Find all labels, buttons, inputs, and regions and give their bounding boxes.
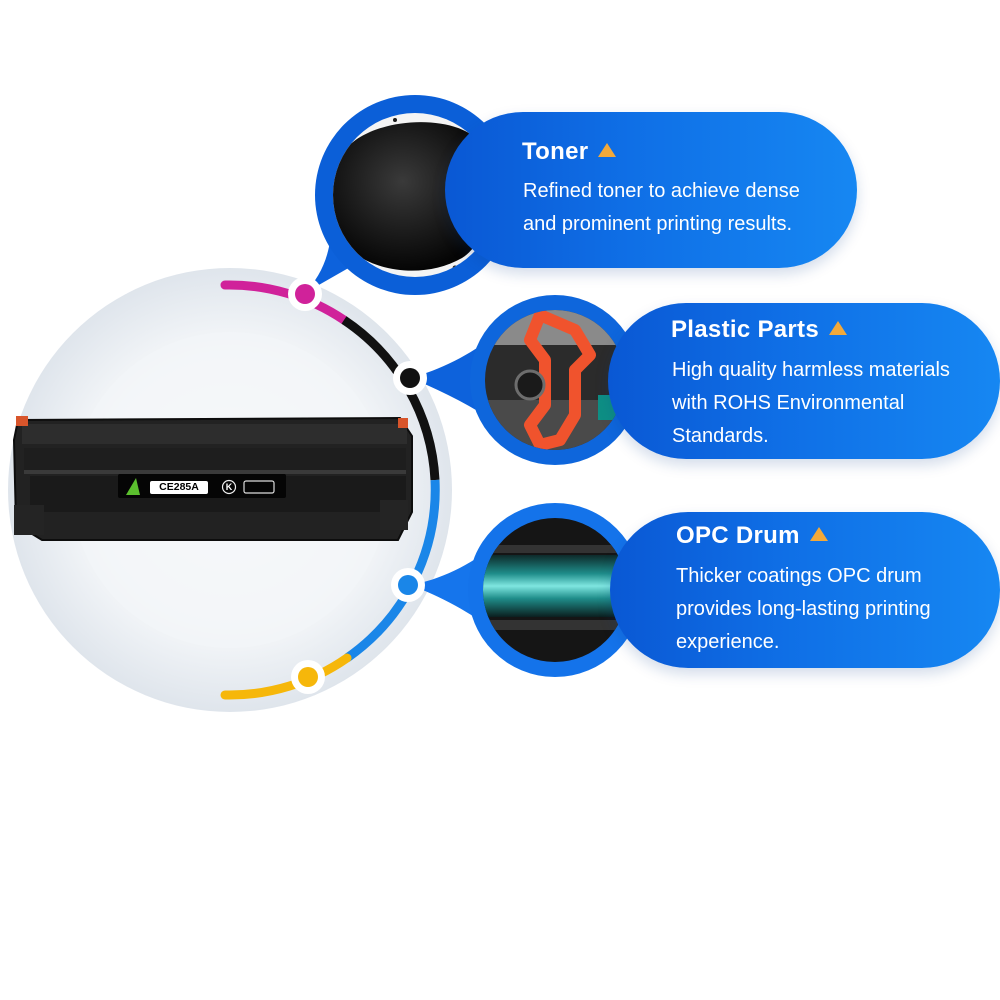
magenta-arc <box>220 280 349 325</box>
triangle-icon <box>828 321 847 335</box>
opc-drum-title: OPC Drum <box>676 522 800 549</box>
plastic-parts-photo <box>485 310 625 450</box>
plastic-parts-description: High quality harmless materials with ROH… <box>672 359 950 447</box>
opc-drum-title-row: OPC Drum <box>676 522 828 550</box>
opc-drum-card <box>610 512 1000 668</box>
opc-drum-description: Thicker coatings OPC drum provides long-… <box>676 565 931 653</box>
cartridge-model-label: CE285A <box>159 481 199 493</box>
plastic-parts-title: Plastic Parts <box>671 316 819 343</box>
triangle-icon <box>809 527 828 541</box>
toner-description: Refined toner to achieve dense and promi… <box>523 180 800 235</box>
toner-title: Toner <box>522 138 589 165</box>
cartridge-color-code: K <box>225 482 233 492</box>
opc-drum-photo <box>483 518 627 662</box>
toner-title-row: Toner <box>522 138 617 166</box>
plastic-dot <box>400 368 420 388</box>
toner-dot <box>295 284 315 304</box>
toner-card <box>445 112 857 268</box>
plastic-parts-card <box>608 303 1000 459</box>
yellow-arc <box>220 653 352 700</box>
plastic-parts-title-row: Plastic Parts <box>671 316 847 344</box>
triangle-icon <box>598 143 617 157</box>
toner-cartridge <box>12 416 413 541</box>
yellow-dot <box>298 667 318 687</box>
drum-dot <box>398 575 418 595</box>
